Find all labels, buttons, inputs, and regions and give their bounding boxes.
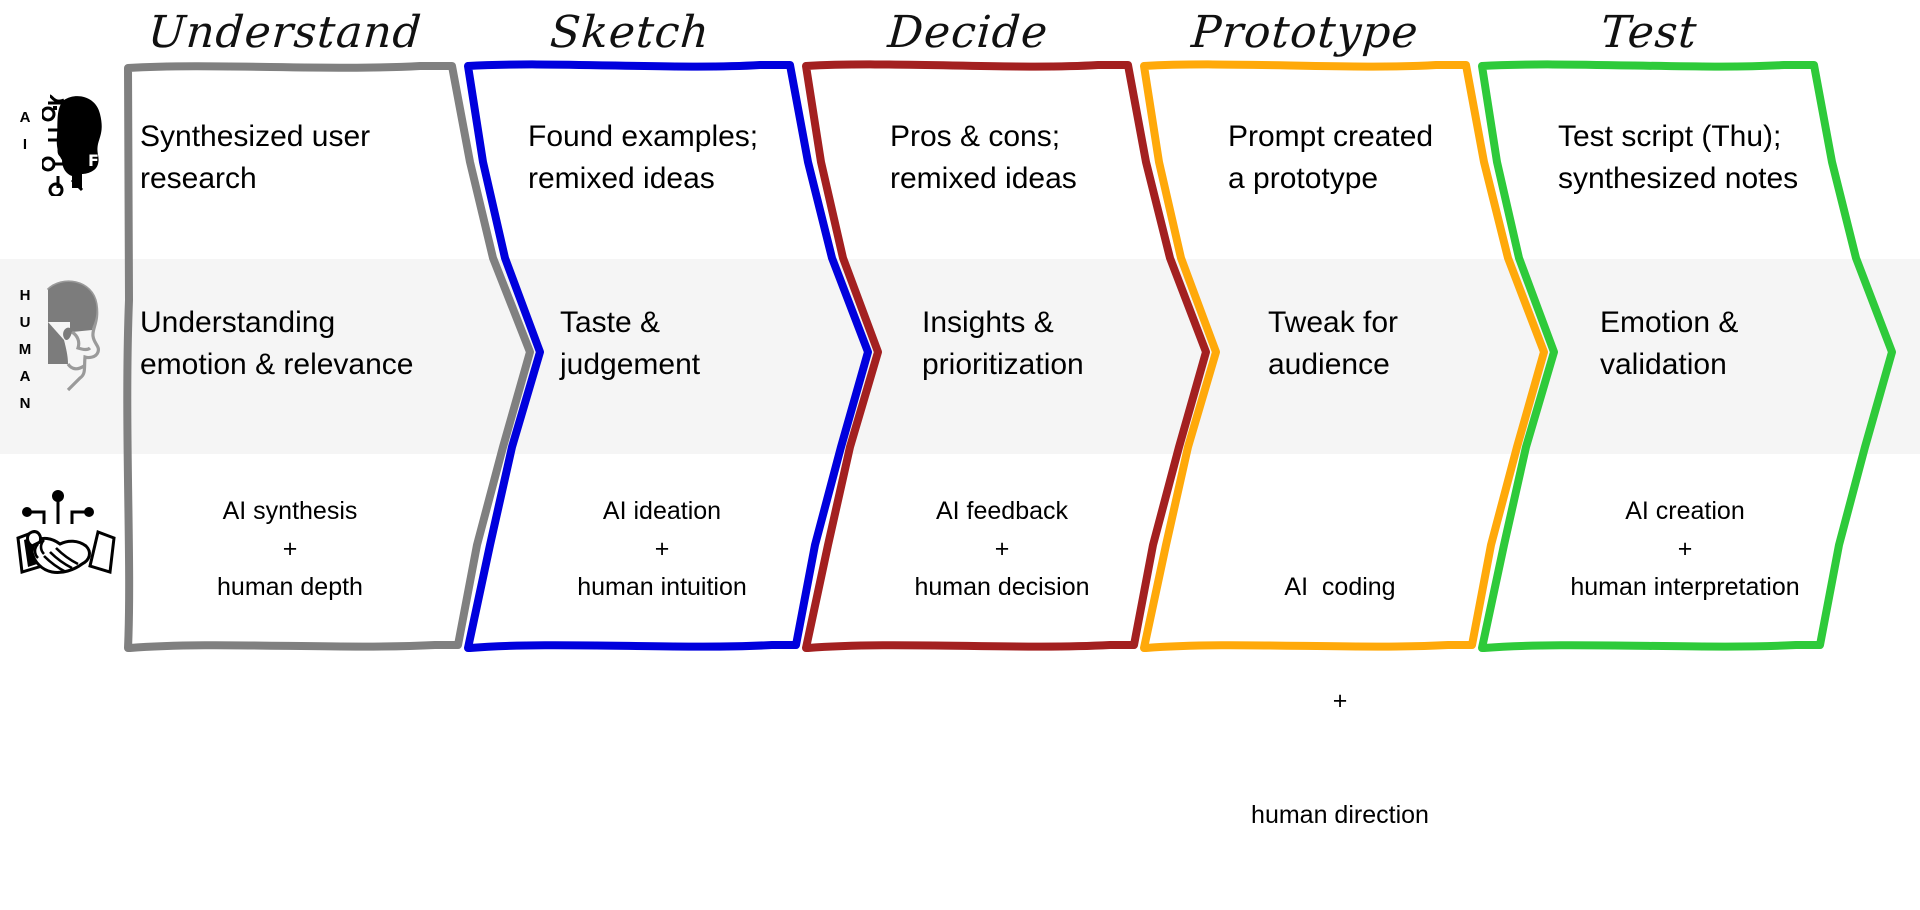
row-label-human-m: M <box>18 341 32 358</box>
stage-title-prototype: Prototype <box>1189 7 1421 58</box>
stage-title-sketch: Sketch <box>548 7 712 58</box>
row-label-ai: A I <box>12 104 38 158</box>
ai-human-collaboration-diagram: Understand Sketch Decide Prototype Test … <box>12 7 1896 829</box>
stage-title-decide: Decide <box>886 7 1050 58</box>
human-head-icon <box>44 278 110 398</box>
row-label-human-u: U <box>19 314 31 331</box>
cell-test-collab: AI creation + human interpretation <box>1570 497 1800 601</box>
cell-test-human: Emotion & validation <box>1600 306 1739 381</box>
cell-prototype-human: Tweak for audience <box>1268 306 1399 381</box>
row-label-human-h: H <box>19 287 31 304</box>
row-label-ai-a: A <box>19 109 31 126</box>
cell-sketch-collab: AI ideation + human intuition <box>577 497 747 601</box>
row-label-human: H U M A N <box>12 282 38 417</box>
cell-sketch-ai: Found examples; remixed ideas <box>528 120 759 195</box>
stage-title-test: Test <box>1599 7 1699 58</box>
cell-decide-human: Insights & prioritization <box>922 306 1084 381</box>
row-label-human-n: N <box>19 395 31 412</box>
row-label-human-a: A <box>19 368 31 385</box>
cell-understand-collab: AI synthesis + human depth <box>217 497 363 601</box>
handshake-circuit-icon <box>14 490 118 590</box>
cell-decide-collab: AI feedback + human decision <box>914 497 1090 601</box>
cell-prototype-ai: Prompt created a prototype <box>1228 120 1434 195</box>
stage-title-understand: Understand <box>146 7 424 58</box>
cell-understand-ai: Synthesized user research <box>140 120 371 195</box>
ai-head-icon: F <box>40 84 108 198</box>
cell-understand-human: Understanding emotion & relevance <box>140 306 414 381</box>
cell-decide-ai: Pros & cons; remixed ideas <box>890 120 1077 195</box>
cell-sketch-human: Taste & judgement <box>560 306 701 381</box>
svg-text:F: F <box>88 151 99 170</box>
row-label-ai-i: I <box>22 136 28 153</box>
cell-test-ai: Test script (Thu); synthesized notes <box>1558 120 1799 195</box>
cell-prototype-collab: AI coding + human direction <box>1251 573 1429 829</box>
